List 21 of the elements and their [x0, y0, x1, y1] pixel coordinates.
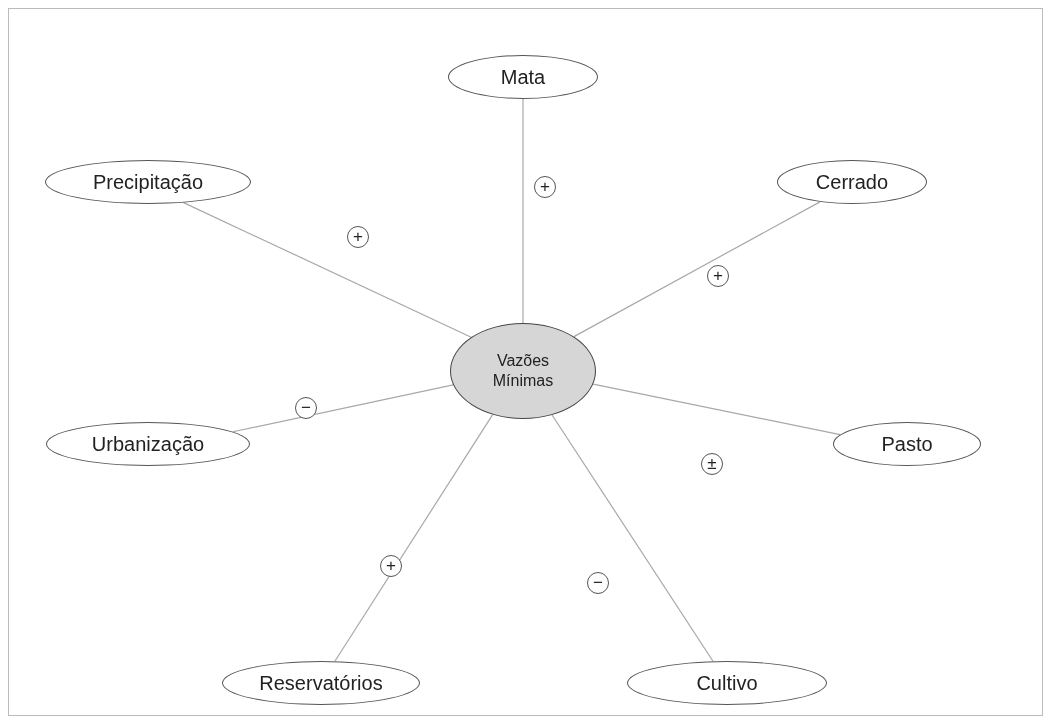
node-label: Pasto — [881, 432, 933, 456]
node-label: Mata — [500, 65, 546, 89]
edge-label: + — [534, 176, 556, 198]
node-label: Reservatórios — [259, 671, 383, 695]
node-label: Precipitação — [92, 170, 204, 194]
connector-line — [334, 414, 494, 662]
edge-label: + — [347, 226, 369, 248]
edge-label: ± — [701, 453, 723, 475]
connector-line — [592, 383, 841, 436]
node-label: Cultivo — [696, 671, 758, 695]
edge-label: − — [587, 572, 609, 594]
edge-label: + — [707, 265, 729, 287]
connector-line — [522, 98, 524, 324]
node-label: Urbanização — [91, 432, 205, 456]
connector-line — [232, 384, 454, 433]
edge-label: + — [380, 555, 402, 577]
connector-line — [573, 201, 821, 338]
node-label: Cerrado — [815, 170, 889, 194]
edge-label: − — [295, 397, 317, 419]
connector-line — [551, 414, 714, 662]
node-label: Vazões Mínimas — [491, 351, 555, 391]
